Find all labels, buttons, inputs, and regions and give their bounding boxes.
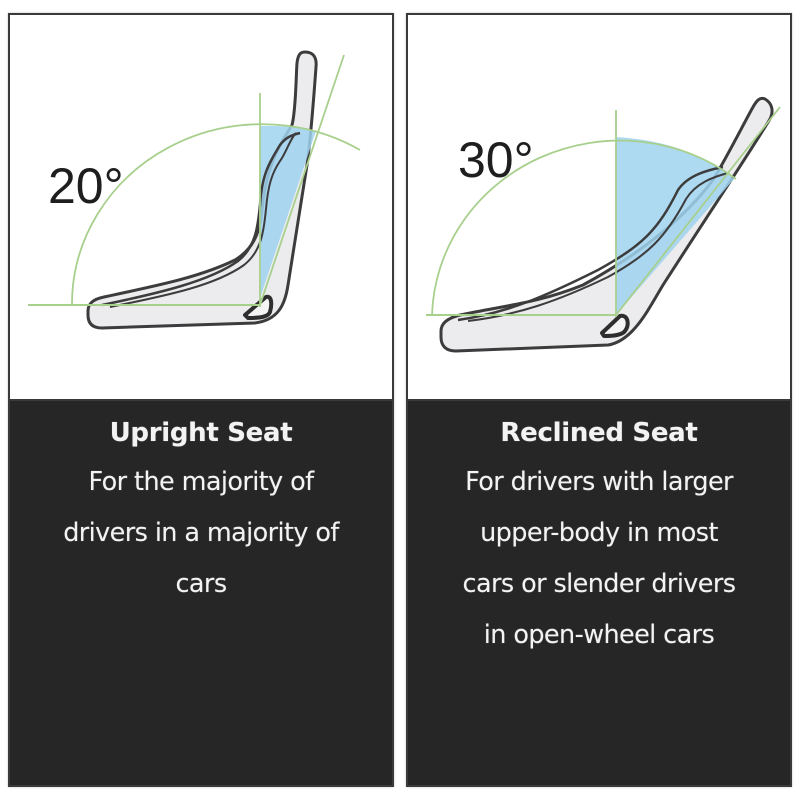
angle-arc-line	[71, 123, 361, 306]
seat-contour-icon	[457, 165, 724, 322]
upright-seat-caption: Upright Seat For the majority of drivers…	[10, 401, 392, 785]
seat-contour-inner-icon	[109, 132, 297, 308]
panel-title: Upright Seat	[109, 418, 293, 448]
seat-contour-icon	[101, 131, 301, 307]
angle-label: 30°	[458, 132, 534, 188]
seat-contour-inner-icon	[467, 172, 729, 322]
description-line: For the majority of	[88, 467, 315, 497]
panel-description: For the majority of drivers in a majorit…	[10, 457, 392, 610]
upright-seat-illustration: 20°	[28, 50, 361, 330]
reclined-seat-illustration: 30°	[426, 96, 781, 353]
backrest-guide-line	[615, 106, 781, 316]
panel-description: For drivers with larger upper-body in mo…	[408, 457, 790, 661]
seat-shell-icon	[439, 96, 774, 353]
reclined-seat-panel: 30° Reclined Seat For drivers with large…	[406, 13, 792, 787]
reclined-seat-caption: Reclined Seat For drivers with larger up…	[408, 401, 790, 785]
hip-point-icon	[243, 294, 274, 320]
angle-wedge-icon	[616, 137, 734, 315]
description-line: upper-body in most	[480, 518, 718, 548]
hip-point-icon	[600, 313, 630, 338]
angle-label: 20°	[48, 158, 124, 214]
upright-seat-diagram: 20°	[10, 15, 392, 401]
upright-seat-panel: 20° Upright Seat For the majority of dri…	[8, 13, 394, 787]
description-line: cars	[175, 569, 227, 599]
description-line: cars or slender drivers	[462, 569, 737, 599]
description-line: drivers in a majority of	[63, 518, 339, 548]
reclined-seat-diagram: 30°	[408, 15, 790, 401]
angle-arc-line	[431, 139, 737, 316]
panel-title: Reclined Seat	[500, 418, 698, 448]
description-line: For drivers with larger	[465, 467, 733, 497]
backrest-guide-line	[259, 54, 345, 306]
description-line: in open-wheel cars	[483, 620, 715, 650]
angle-wedge-icon	[260, 125, 316, 298]
